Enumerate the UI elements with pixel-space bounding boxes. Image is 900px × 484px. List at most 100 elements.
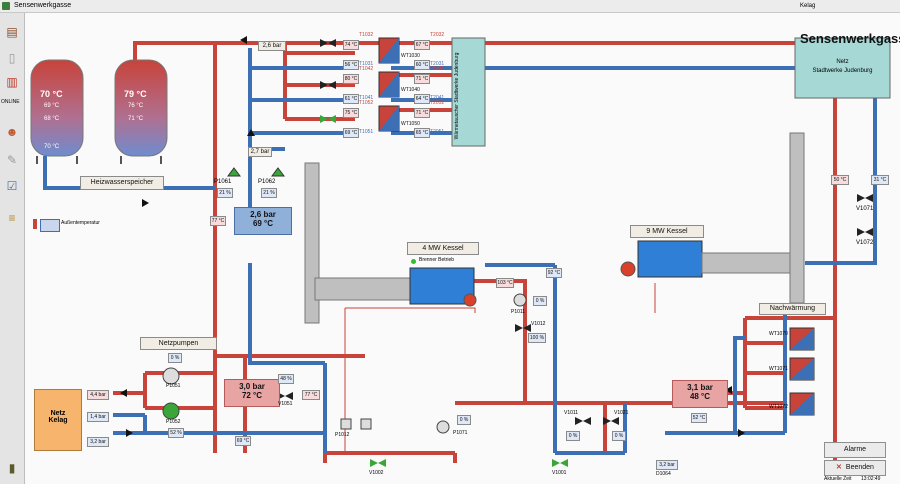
close-icon: ✕ xyxy=(836,464,842,471)
right-temp-1: 50 °C xyxy=(831,175,849,185)
left-bus-display: 3,0 bar 72 °C xyxy=(224,379,280,407)
wrench-icon[interactable]: ✎ xyxy=(6,153,18,167)
window-title: Sensenwerkgasse xyxy=(14,2,72,9)
netz-kelag-block: Netz Kelag xyxy=(34,389,82,451)
hx-id-label: WT1030 xyxy=(401,53,420,59)
tank2-low-temp: 71 °C xyxy=(128,116,144,122)
right-bus-temp: 48 °C xyxy=(689,392,711,401)
p1061-value: 21 % xyxy=(217,188,233,198)
v1051-label: V1051 xyxy=(278,401,293,407)
waermetauscher-block xyxy=(451,37,486,147)
p1051-value: 0 % xyxy=(168,353,182,363)
p1052-label: P1052 xyxy=(166,419,181,425)
v1011-label: V1011 xyxy=(564,410,579,416)
netz-kelag-line1: Netz xyxy=(50,410,66,417)
left-bus-temp: 72 °C xyxy=(241,391,263,400)
netz-judenburg-line1: Netz xyxy=(836,59,849,65)
waermetauscher-label: Wärmetauscher Stadtwerke Judenburg xyxy=(454,52,460,140)
left-bus-pressure: 3,0 bar xyxy=(239,382,265,391)
thermometer-icon xyxy=(33,219,37,229)
pressure-top: 2,6 bar xyxy=(258,41,286,51)
main-bus-display: 2,6 bar 69 °C xyxy=(234,207,292,235)
hx-out-tag-bot: T2041 xyxy=(430,95,445,101)
nachwaermung-label: Nachwärmung xyxy=(759,303,826,315)
tank2-top-temp: 79 °C xyxy=(124,89,147,99)
hx-tag-top: T1052 xyxy=(359,100,374,106)
p1071-value: 0 % xyxy=(457,415,471,425)
hx-tag-bot: T1041 xyxy=(359,95,374,101)
wt1070-label: WT1070 xyxy=(769,331,788,337)
main-bus-temp: 69 °C xyxy=(252,219,274,228)
hx-out-top-temp: 71 °C xyxy=(414,74,430,84)
document-icon[interactable]: ▯ xyxy=(8,51,16,65)
v1051-value: 48 % xyxy=(278,374,294,384)
hx-out-tag-bot: T2031 xyxy=(430,61,445,67)
supply-temp-left: 77 °C xyxy=(210,216,226,226)
netz-kelag-line2: Kelag xyxy=(48,417,68,424)
tank1-mid-temp: 69 °C xyxy=(44,103,60,109)
exit-panel-icon[interactable]: ▮ xyxy=(8,461,16,475)
hx-tag-bot: T1051 xyxy=(359,129,374,135)
tank1-top-temp: 70 °C xyxy=(40,89,63,99)
clock-time: 13:02:49 xyxy=(861,476,881,482)
main-bus-pressure: 2,6 bar xyxy=(250,210,276,219)
hx-out-tag-bot: T2051 xyxy=(430,129,445,135)
hx-tag-top: T1042 xyxy=(359,66,374,72)
kessel4-label[interactable]: 4 MW Kessel xyxy=(407,242,479,255)
p1012-label: P1012 xyxy=(335,432,350,438)
hx-out-bot-temp: 64 °C xyxy=(414,94,430,104)
process-diagram: Sensenwerkgasse 70 °C 69 °C 68 °C 70 °C … xyxy=(25,13,900,484)
kessel9-label[interactable]: 9 MW Kessel xyxy=(630,225,704,238)
tank1-bottom-temp: 70 °C xyxy=(44,144,60,150)
hx-in-bot-temp: 61 °C xyxy=(343,94,359,104)
netz-judenburg-block xyxy=(794,37,891,99)
beenden-label: Beenden xyxy=(845,464,874,471)
beenden-button[interactable]: ✕Beenden xyxy=(824,460,886,476)
chimney-right xyxy=(789,132,805,304)
checklist-icon[interactable]: ☑ xyxy=(6,179,18,193)
hx-out-tag-top: T2052 xyxy=(430,100,445,106)
netzpumpen-label: Netzpumpen xyxy=(140,337,217,350)
outside-temp-display xyxy=(40,219,60,232)
v1001-label: V1001 xyxy=(552,470,567,476)
kelag-value-b: 1,4 bar xyxy=(87,412,109,422)
kelag-value-c: 3,2 bar xyxy=(87,437,109,447)
kessel4-temp: 103 °C xyxy=(496,278,514,288)
v1072-label: V1072 xyxy=(856,240,874,246)
wt1071-label: WT1071 xyxy=(769,366,788,372)
kessel4-flow: 92 °C xyxy=(546,268,562,278)
p1062-label: P1062 xyxy=(258,179,276,185)
alarme-button[interactable]: Alarme xyxy=(824,442,886,458)
bar-chart-icon[interactable]: ▥ xyxy=(6,75,18,89)
right-bus-pressure: 3,1 bar xyxy=(687,383,713,392)
p1071-label: P1071 xyxy=(453,430,468,436)
d1064-value: 3,2 bar xyxy=(656,460,678,470)
hx-in-top-temp: 75 °C xyxy=(343,108,359,118)
bottom-temp-1: 69 °C xyxy=(235,436,251,446)
hx-in-top-temp: 74 °C xyxy=(343,40,359,50)
stack-icon[interactable]: ≡ xyxy=(8,211,16,225)
online-label: ONLINE xyxy=(1,99,20,105)
hx-in-top-temp: 80 °C xyxy=(343,74,359,84)
p1011-label: P1011 xyxy=(511,309,526,315)
hx-id-label: WT1040 xyxy=(401,87,420,93)
hx-in-bot-temp: 69 °C xyxy=(343,128,359,138)
tank2-mid-temp: 76 °C xyxy=(128,103,144,109)
v1051-temp: 77 °C xyxy=(302,390,320,400)
hx-out-tag-top: T2042 xyxy=(430,66,445,72)
user-icon[interactable]: ☻ xyxy=(5,125,19,139)
right-temp-2: 31 °C xyxy=(871,175,889,185)
kessel-4mw xyxy=(409,267,475,305)
heizwasserspeicher-label: Heizwasserspeicher xyxy=(80,176,164,190)
netz-judenburg-line2: Stadtwerke Judenburg xyxy=(812,68,873,74)
hx-tag-top: T1032 xyxy=(359,32,374,38)
v1002-label: V1002 xyxy=(369,470,384,476)
p1052-value: 52 % xyxy=(168,428,184,438)
book-icon[interactable]: ▤ xyxy=(6,25,18,39)
sidebar: ▤ ▯ ▥ ONLINE ☻ ✎ ☑ ≡ ▮ xyxy=(0,13,25,484)
v1021-value: 0 % xyxy=(612,431,626,441)
window-right-label: Kelag xyxy=(800,3,816,9)
kessel-9mw xyxy=(637,240,703,278)
hx-in-bot-temp: 56 °C xyxy=(343,60,359,70)
